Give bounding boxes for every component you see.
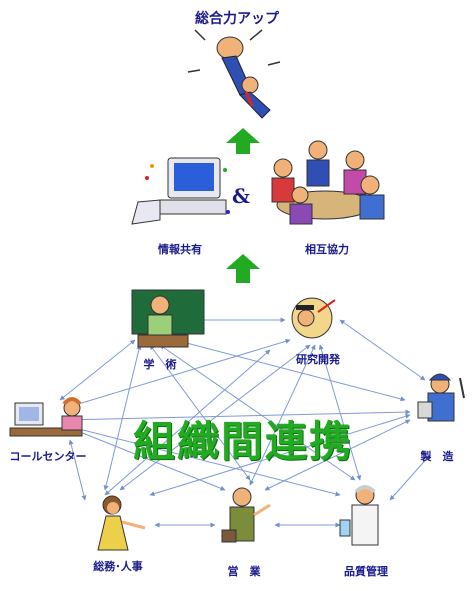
- callcenter-illustration: [9, 397, 83, 437]
- label-call-center: コールセンター: [9, 450, 87, 463]
- power-up-figure: [187, 29, 281, 119]
- up-arrow-top: [226, 128, 260, 154]
- meeting-illustration: [271, 140, 385, 225]
- academic-illustration: [131, 289, 205, 348]
- label-cooperation: 相互協力: [305, 243, 349, 256]
- ampersand: &: [232, 184, 251, 208]
- label-rnd: 研究開発: [296, 353, 340, 366]
- label-manufacturing: 製 造: [420, 450, 454, 463]
- quality-illustration: [339, 485, 379, 546]
- link-rnd-callcenter: [74, 338, 291, 407]
- link-academic-manufacturing: [174, 338, 406, 402]
- center-label: 組織間連携: [132, 417, 354, 466]
- general-affairs-illustration: [97, 495, 146, 551]
- up-arrow-middle: [226, 254, 260, 283]
- link-academic-callcenter: [59, 339, 136, 401]
- diagram-title: 総合力アップ: [195, 11, 279, 27]
- rnd-illustration: [291, 297, 336, 339]
- manufacturing-illustration: [417, 373, 465, 422]
- label-quality: 品質管理: [344, 565, 388, 578]
- computer-illustration: [131, 157, 230, 225]
- connection-lines: [59, 317, 431, 528]
- link-general-rnd2: [104, 349, 271, 496]
- label-sales: 営 業: [227, 565, 261, 578]
- link-rnd-manufacturing: [339, 319, 426, 381]
- label-academic: 学 術: [143, 358, 177, 371]
- sales-illustration: [221, 487, 271, 543]
- label-general-affairs: 総務･人事: [93, 560, 143, 573]
- label-info-share: 情報共有: [158, 243, 202, 256]
